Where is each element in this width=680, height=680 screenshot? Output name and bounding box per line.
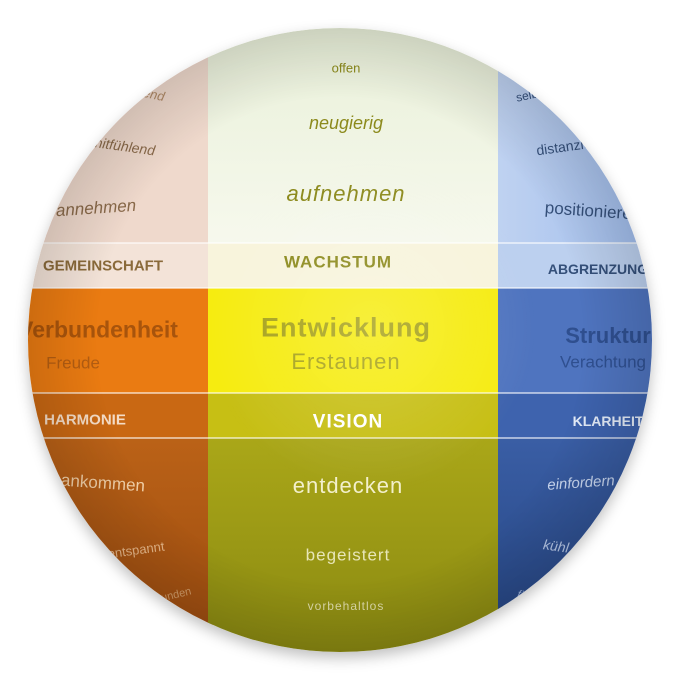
segment-bottom-right xyxy=(498,438,652,652)
band-top-left xyxy=(28,243,213,288)
segment-top-center xyxy=(208,28,503,253)
separator-line-4 xyxy=(28,437,652,439)
bottom-center-word-2: begeistert xyxy=(305,545,391,565)
band-top-left-label: GEMEINSCHAFT xyxy=(43,257,163,275)
band-top-right-label: ABGRENZUNG xyxy=(547,261,649,277)
band-bottom-center-label: VISION xyxy=(312,411,384,433)
bottom-right-word-2: kühl xyxy=(542,536,570,556)
segment-bottom-left xyxy=(28,438,213,652)
band-bottom-left-label: HARMONIE xyxy=(44,411,126,429)
mid-right-sub: Verachtung xyxy=(559,352,647,372)
mid-right-main: Struktur xyxy=(565,323,651,348)
separator-line-1 xyxy=(28,242,652,244)
band-bottom-left xyxy=(28,393,213,438)
separator-line-3 xyxy=(28,392,652,394)
band-bottom-right-label: KLARHEIT xyxy=(572,413,644,429)
emotion-sphere: verstehend mitfühlend annehmen offen neu… xyxy=(28,28,652,652)
mid-left-main: Verbundenheit xyxy=(28,316,178,343)
top-center-word-2: neugierig xyxy=(308,113,384,133)
segment-bottom-center xyxy=(208,438,503,652)
segment-mid-left xyxy=(28,288,213,393)
mid-left-sub: Freude xyxy=(46,353,100,373)
bottom-center-word-3: vorbehaltlos xyxy=(307,599,385,613)
mid-center-sub: Erstaunen xyxy=(291,349,401,374)
segment-top-right xyxy=(498,28,652,253)
separator-line-2 xyxy=(28,287,652,289)
segment-top-left xyxy=(28,28,213,253)
band-bottom-center xyxy=(208,393,503,438)
segment-mid-center xyxy=(208,288,503,393)
band-top-center xyxy=(208,243,503,288)
top-center-word-3: aufnehmen xyxy=(286,181,406,206)
mid-center-main: Entwicklung xyxy=(260,312,432,343)
band-bottom-right xyxy=(498,393,652,438)
bottom-center-word-1: entdecken xyxy=(292,473,404,498)
band-top-center-label: WACHSTUM xyxy=(283,252,393,272)
segment-mid-right xyxy=(498,288,652,393)
band-top-right xyxy=(498,243,652,288)
top-center-word-1: offen xyxy=(331,60,361,76)
